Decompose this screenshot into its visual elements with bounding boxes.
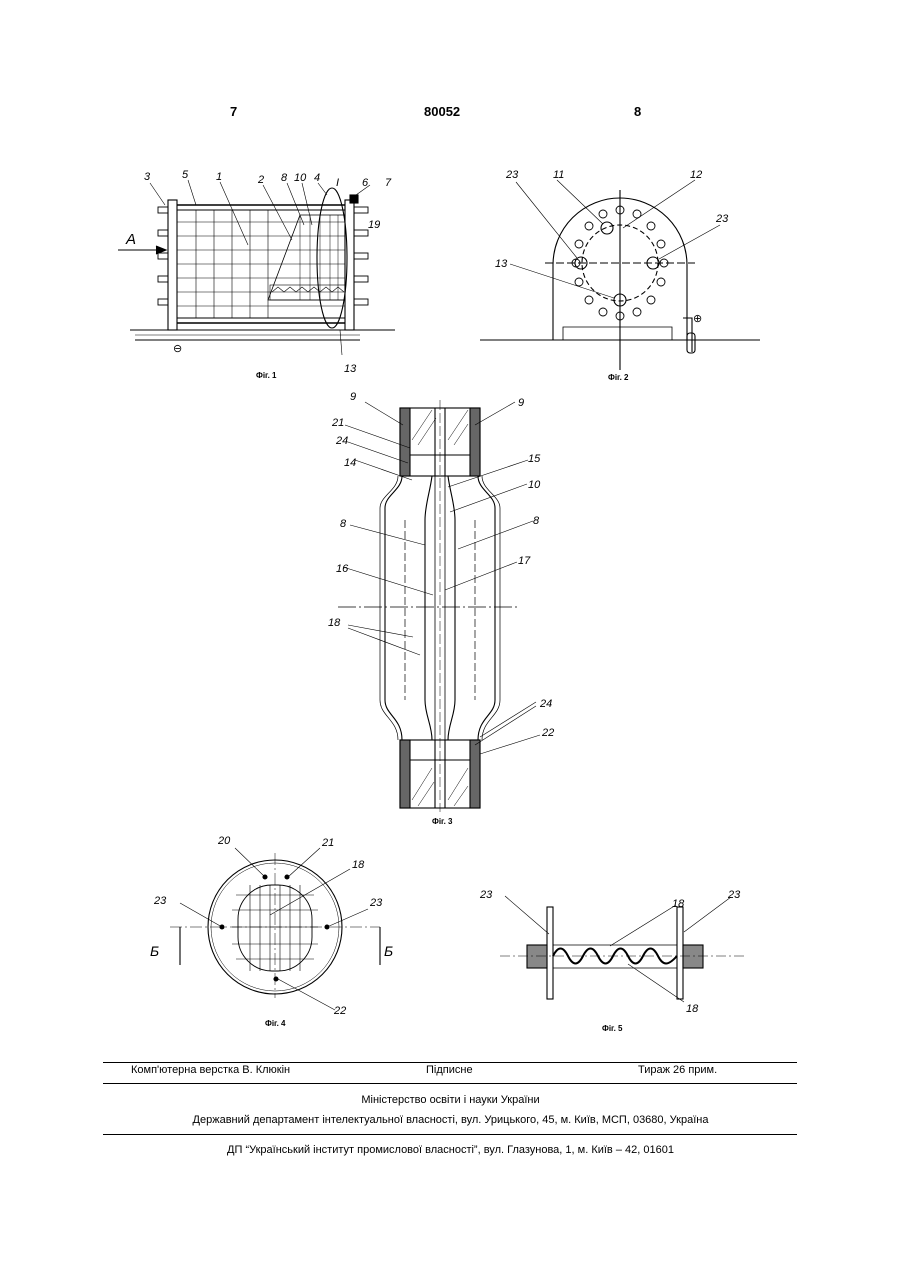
fig1-label-7: 7	[385, 177, 392, 189]
fig2-label-13: 13	[495, 258, 508, 270]
fig5-label-23-right: 23	[727, 889, 741, 901]
figure-3-drawing: 9 9 21 24 14 15 10 8 8 16 17 18 24 22 Фі…	[315, 390, 570, 830]
fig4-label-23-right: 23	[369, 897, 383, 909]
fig1-label-8: 8	[281, 172, 288, 184]
fig3-label-9-left: 9	[350, 391, 356, 403]
fig1-label-13: 13	[344, 363, 357, 375]
figure-5-drawing: 23 18 23 18 Фіг. 5	[478, 880, 763, 1040]
fig2-plus-sign: ⊕	[693, 313, 702, 325]
fig3-label-10: 10	[528, 479, 541, 491]
figure-4-drawing: 20 21 18 23 23 22 Б Б Фіг. 4	[140, 825, 410, 1035]
fig1-label-19: 19	[368, 219, 380, 231]
footer-institute: ДП “Український інститут промислової вла…	[0, 1144, 901, 1156]
fig3-caption: Фіг. 3	[432, 817, 453, 826]
fig3-label-9-right: 9	[518, 397, 524, 409]
fig1-label-5: 5	[182, 169, 189, 181]
fig4-label-B-left: Б	[150, 943, 159, 959]
fig2-label-11: 11	[553, 169, 564, 181]
fig2-caption: Фіг. 2	[608, 373, 629, 382]
patent-number: 80052	[424, 104, 460, 119]
fig3-label-21: 21	[331, 417, 344, 429]
footer-signed: Підписне	[426, 1064, 473, 1076]
fig1-label-6: 6	[362, 177, 369, 189]
fig3-label-16: 16	[336, 563, 349, 575]
fig5-label-23-left: 23	[479, 889, 493, 901]
fig3-label-18: 18	[328, 617, 341, 629]
fig3-label-22: 22	[541, 727, 554, 739]
footer-rule-top	[103, 1062, 797, 1063]
footer-ministry: Міністерство освіти і науки України	[0, 1094, 901, 1106]
fig3-label-24-top: 24	[335, 435, 348, 447]
fig4-label-21: 21	[321, 837, 334, 849]
fig2-label-12: 12	[690, 169, 702, 181]
fig5-caption: Фіг. 5	[602, 1024, 623, 1033]
fig5-label-18-bottom: 18	[686, 1003, 699, 1015]
footer-circulation: Тираж 26 прим.	[638, 1064, 717, 1076]
page-number-left: 7	[230, 104, 237, 119]
fig3-label-17: 17	[518, 555, 531, 567]
footer-rule-bottom	[103, 1134, 797, 1135]
fig4-label-22: 22	[333, 1005, 346, 1017]
fig1-caption: Фіг. 1	[256, 371, 277, 380]
footer-rule-middle	[103, 1083, 797, 1084]
figure-1-drawing: 3 5 1 2 8 10 4 I 6 7 19 A 13 ⊖ Фіг. 1	[110, 160, 400, 385]
fig1-label-10: 10	[294, 172, 307, 184]
fig3-label-8-left: 8	[340, 518, 347, 530]
fig4-label-B-right: Б	[384, 943, 393, 959]
page-number-right: 8	[634, 104, 641, 119]
figure-2-drawing: 23 11 12 23 13 ⊕ Фіг. 2	[478, 158, 763, 388]
fig4-label-23-left: 23	[153, 895, 167, 907]
fig3-label-14: 14	[344, 457, 356, 469]
fig1-label-2: 2	[257, 174, 264, 186]
fig4-label-18: 18	[352, 859, 365, 871]
fig4-label-20: 20	[217, 835, 231, 847]
fig1-minus-sign: ⊖	[173, 343, 182, 355]
fig2-label-23b: 23	[715, 213, 729, 225]
fig1-label-A: A	[125, 231, 136, 248]
fig5-label-18-top: 18	[672, 898, 685, 910]
fig3-label-8-right: 8	[533, 515, 540, 527]
footer-typesetting: Комп'ютерна верстка В. Клюкін	[131, 1064, 290, 1076]
fig2-label-23: 23	[505, 169, 519, 181]
footer-department: Державний департамент інтелектуальної вл…	[0, 1114, 901, 1126]
fig1-label-1: 1	[216, 171, 222, 183]
fig1-label-3: 3	[144, 171, 151, 183]
fig1-label-4: 4	[314, 172, 320, 184]
fig1-label-I: I	[336, 177, 339, 189]
fig3-label-15: 15	[528, 453, 541, 465]
fig4-caption: Фіг. 4	[265, 1019, 286, 1028]
fig3-label-24-bottom: 24	[539, 698, 552, 710]
